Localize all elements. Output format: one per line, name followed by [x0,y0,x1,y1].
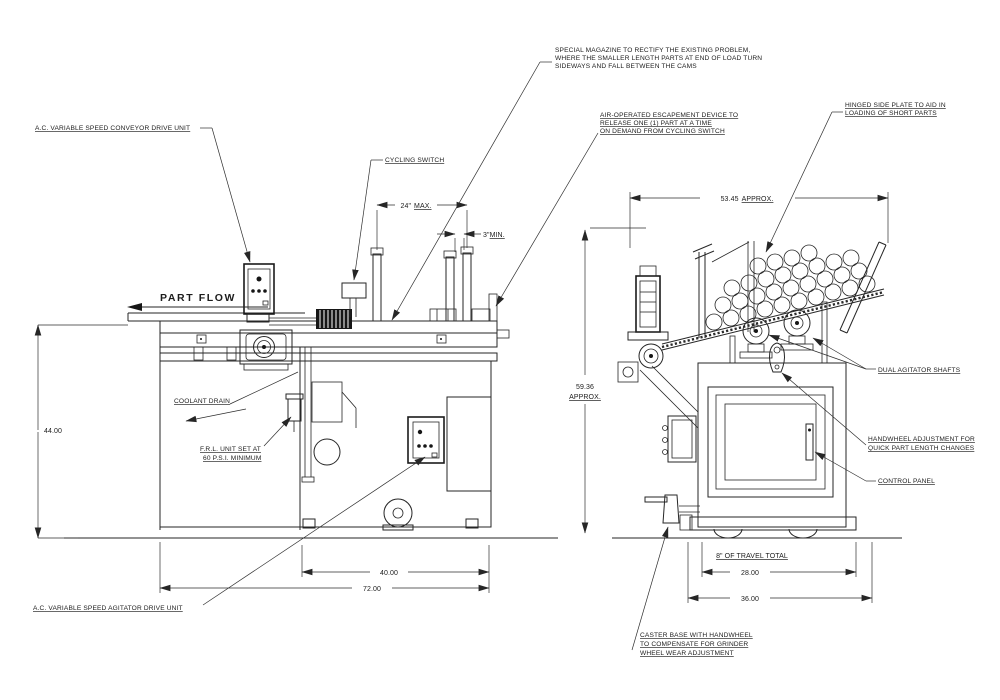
dim-72: 72.00 [363,586,381,593]
dim-travel: 8" OF TRAVEL TOTAL [716,553,788,560]
leader-caster-base [631,526,669,651]
dim-3-min: 3"MIN. [483,232,505,239]
label-escapement-3: ON DEMAND FROM CYCLING SWITCH [600,128,725,135]
label-caster-base-3: WHEEL WEAR ADJUSTMENT [640,650,734,657]
handwheel-adjust-lever [769,342,785,373]
dim-24-max: 24"MAX. [400,203,431,210]
label-frl-2: 60 P.S.I. MINIMUM [203,455,262,462]
label-hinged-plate-2: LOADING OF SHORT PARTS [845,110,937,117]
cycling-switch-device [341,282,367,317]
cabinet-window [724,403,817,481]
right-end-view [612,241,902,539]
caster-wheel [713,528,743,539]
caster-base-plate [689,516,857,531]
label-caster-base-2: TO COMPENSATE FOR GRINDER [640,641,748,648]
label-caster-base-1: CASTER BASE WITH HANDWHEEL [640,632,753,639]
leader-agitator-shaft-2 [768,334,867,370]
leader-cycling-switch [352,159,372,281]
leader-conveyor-drive [211,127,251,263]
label-control-panel: CONTROL PANEL [878,478,935,485]
dim-40: 40.00 [380,570,398,577]
caster-wheel [788,528,818,539]
label-escapement-2: RELEASE ONE (1) PART AT A TIME [600,120,712,127]
label-handwheel-2: QUICK PART LENGTH CHANGES [868,445,975,452]
leader-handwheel-adjustment [781,372,867,446]
label-cycling-switch: CYCLING SWITCH [385,157,444,164]
leader-agitator-drive [202,456,426,606]
handwheel [644,494,700,531]
round-parts-stack [705,244,876,331]
conveyor-drive-unit [243,263,318,326]
left-side-view [64,246,558,539]
leader-escapement [495,132,599,307]
control-panel-slot [805,423,814,461]
tank-hole [313,438,341,466]
label-frl-1: F.R.L. UNIT SET AT [200,446,261,453]
label-special-magazine-3: SIDEWAYS AND FALL BETWEEN THE CAMS [555,63,697,70]
pump-motor [382,498,414,531]
leader-special-magazine [391,61,541,321]
conveyor-gearbox [239,329,293,371]
coolant-tank-cabinet [299,360,492,528]
dim-28: 28.00 [741,570,759,577]
right-cabinet [697,362,847,528]
leader-lines [127,61,876,651]
dual-agitator-shafts [739,309,814,359]
leader-hinged-plate [765,111,833,253]
dim-5936-approx: APPROX. [569,394,601,401]
label-special-magazine-2: WHERE THE SMALLER LENGTH PARTS AT END OF… [555,55,762,62]
magazine-rails [370,246,498,322]
hopper-magazine [661,241,887,373]
escapement-device [488,293,498,322]
label-hinged-plate-1: HINGED SIDE PLATE TO AID IN [845,102,946,109]
dim-36: 36.00 [741,596,759,603]
label-agitator-drive: A.C. VARIABLE SPEED AGITATOR DRIVE UNIT [33,605,183,612]
leader-frl-unit [263,416,292,447]
label-part-flow: PART FLOW [160,292,236,304]
drive-belt-block [316,309,352,329]
leader-control-panel [814,451,867,482]
label-dual-agitator: DUAL AGITATOR SHAFTS [878,367,961,374]
label-handwheel-1: HANDWHEEL ADJUSTMENT FOR [868,436,975,443]
annotation-labels: SPECIAL MAGAZINE TO RECTIFY THE EXISTING… [33,47,975,657]
cabinet-door [446,396,492,492]
leader-agitator-shaft-1 [812,337,867,370]
label-conveyor-drive: A.C. VARIABLE SPEED CONVEYOR DRIVE UNIT [35,125,190,132]
label-escapement-1: AIR-OPERATED ESCAPEMENT DEVICE TO [600,112,738,119]
dim-5936-value: 59.36 [576,384,594,391]
coolant-drain-arrow [185,408,247,423]
agitator-drive-control-box [407,416,445,464]
hinged-side-plate [846,244,887,334]
electrical-box [662,415,697,463]
agitator-drive-unit [617,265,699,429]
label-coolant-drain: COOLANT DRAIN [174,398,230,405]
dim-44: 44.00 [44,428,62,435]
label-special-magazine-1: SPECIAL MAGAZINE TO RECTIFY THE EXISTING… [555,47,750,54]
leader-coolant-drain [229,371,299,405]
